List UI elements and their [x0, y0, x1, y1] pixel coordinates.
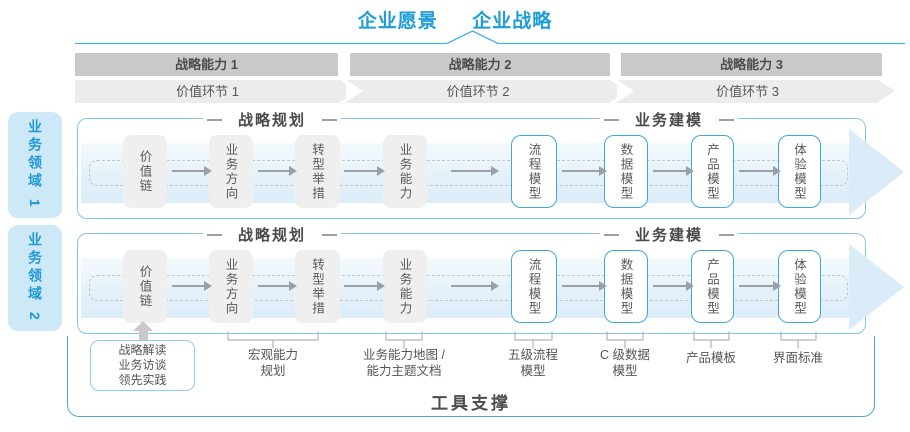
tool-support-label: 工具支撑 — [431, 394, 511, 413]
flow-arrow-icon — [562, 166, 607, 176]
business-domain-label-text: 业务领域 1 — [27, 119, 43, 211]
strategic-capability-band-1: 战略能力 1 — [75, 53, 338, 76]
value-link-chevron-1: 价值环节 1 — [75, 80, 357, 103]
business-domain-label-1: 业务领域 1 — [8, 112, 62, 218]
strategic-capability-band-2: 战略能力 2 — [350, 53, 610, 76]
strategic-capability-band-3: 战略能力 3 — [621, 53, 882, 76]
stage-box-value-chain: 价值链 — [123, 135, 167, 208]
annotation-product-template: 产品模板 — [685, 351, 737, 365]
flow-arrow-icon — [451, 166, 499, 176]
stage-box-label: 转型举措 — [310, 142, 324, 201]
stage-box-label: 价值链 — [137, 264, 152, 309]
stage-box-label: 体验模型 — [792, 142, 806, 201]
flow-arrow-icon — [258, 166, 297, 176]
stage-box-transformation-initiatives: 转型举措 — [295, 250, 340, 323]
annotation-five-level-process-model: 五级流程 模型 — [507, 348, 559, 378]
stage-box-label: 业务方向 — [223, 142, 238, 201]
page-title: 企业愿景 企业战略 — [0, 6, 910, 33]
stage-box-data-model: 数据模型 — [604, 135, 648, 208]
pipeline-dashed-frame — [89, 275, 848, 301]
stage-box-label: 产品模型 — [705, 142, 719, 201]
planning-legend-label: 战略规划 — [237, 112, 307, 129]
stage-box-transformation-initiatives: 转型举措 — [295, 135, 340, 208]
row-container-domain-1: 战略规划 业务建模 价值链 业务方向 转型举措 业务能力 流程模型 数据模型 产… — [77, 109, 904, 219]
value-link-chevron-2: 价值环节 2 — [346, 80, 627, 103]
strategy-title: 企业战略 — [472, 11, 553, 32]
stage-box-process-model: 流程模型 — [511, 135, 557, 208]
planning-legend-label: 战略规划 — [237, 227, 307, 244]
business-domain-label-text: 业务领域 2 — [27, 232, 43, 324]
stage-box-experience-model: 体验模型 — [778, 250, 821, 323]
stage-box-label: 价值链 — [137, 149, 152, 194]
up-arrow-icon — [133, 321, 153, 341]
flow-band-arrowhead-icon — [849, 244, 904, 330]
vision-title: 企业愿景 — [357, 11, 438, 32]
stage-box-label: 业务方向 — [223, 257, 238, 316]
stage-box-label: 数据模型 — [618, 257, 633, 316]
pipeline-dashed-frame — [89, 160, 848, 186]
planning-legend: 战略规划 — [202, 109, 342, 130]
stage-box-label: 流程模型 — [526, 142, 541, 201]
flow-arrow-icon — [344, 166, 385, 176]
stage-box-label: 业务能力 — [397, 257, 412, 316]
annotation-capability-map-docs: 业务能力地图 / 能力主题文档 — [363, 348, 445, 378]
annotation-c-level-data-model: C 级数据 模型 — [599, 348, 651, 378]
flow-arrow-icon — [739, 166, 781, 176]
stage-box-experience-model: 体验模型 — [778, 135, 821, 208]
stage-box-label: 产品模型 — [705, 257, 719, 316]
stage-box-process-model: 流程模型 — [511, 250, 557, 323]
stage-box-label: 转型举措 — [310, 257, 324, 316]
planning-legend: 战略规划 — [202, 224, 342, 245]
stage-box-business-direction: 业务方向 — [209, 250, 253, 323]
flow-arrow-icon — [653, 166, 694, 176]
flow-band-arrowhead-icon — [849, 129, 904, 215]
annotation-ui-standard: 界面标准 — [772, 351, 824, 365]
flow-arrow-icon — [344, 281, 385, 291]
flow-arrow-icon — [739, 281, 781, 291]
business-domain-label-2: 业务领域 2 — [8, 225, 62, 331]
modeling-legend: 业务建模 — [599, 109, 739, 130]
stage-box-business-direction: 业务方向 — [209, 135, 253, 208]
flow-arrow-icon — [653, 281, 694, 291]
row-container-domain-2: 战略规划 业务建模 价值链 业务方向 转型举措 业务能力 流程模型 数据模型 产… — [77, 224, 904, 334]
stage-box-label: 体验模型 — [792, 257, 806, 316]
stage-box-label: 数据模型 — [618, 142, 633, 201]
flow-arrow-icon — [562, 281, 607, 291]
modeling-legend-label: 业务建模 — [634, 112, 704, 129]
flow-arrow-icon — [172, 166, 212, 176]
flow-arrow-icon — [172, 281, 212, 291]
modeling-legend: 业务建模 — [599, 224, 739, 245]
stage-box-label: 业务能力 — [397, 142, 412, 201]
stage-box-data-model: 数据模型 — [604, 250, 648, 323]
tool-support-container: 工具支撑 — [67, 336, 875, 417]
stage-box-business-capability: 业务能力 — [383, 135, 427, 208]
flow-arrow-icon — [451, 281, 499, 291]
modeling-legend-label: 业务建模 — [634, 227, 704, 244]
stage-box-business-capability: 业务能力 — [383, 250, 427, 323]
practice-annotation-box: 战略解读 业务访谈 领先实践 — [90, 340, 195, 391]
annotation-macro-capability-planning: 宏观能力 规划 — [247, 348, 299, 378]
stage-box-label: 流程模型 — [526, 257, 541, 316]
stage-box-product-model: 产品模型 — [691, 250, 734, 323]
stage-box-product-model: 产品模型 — [691, 135, 734, 208]
flow-arrow-icon — [258, 281, 297, 291]
value-link-chevron-3: 价值环节 3 — [617, 80, 895, 103]
stage-box-value-chain: 价值链 — [123, 250, 167, 323]
